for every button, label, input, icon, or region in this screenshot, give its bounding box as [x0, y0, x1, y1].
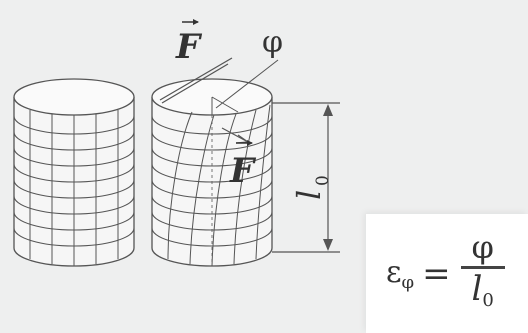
cylinder-top — [13, 78, 135, 116]
force-top-arrow — [159, 57, 233, 104]
length-subscript: 0 — [313, 175, 333, 186]
angle-radius-b — [211, 96, 239, 113]
shear-strain-formula: εφ = φ l0 — [386, 222, 526, 326]
denominator-symbol: l — [471, 268, 483, 309]
force-top-vector-head — [193, 19, 199, 25]
denominator-subscript: 0 — [482, 289, 494, 311]
epsilon-symbol: ε — [386, 255, 402, 290]
angle-label: φ — [262, 25, 283, 60]
angle-pointer — [215, 59, 279, 109]
formula-panel — [366, 214, 528, 333]
length-symbol: l — [290, 190, 328, 200]
force-side-vector-head — [247, 140, 253, 146]
dimension-arrow-down — [323, 239, 333, 251]
fraction: φ l0 — [460, 227, 505, 321]
undeformed-cylinder — [13, 78, 135, 267]
formula-lhs: εφ — [386, 255, 414, 293]
fraction-denominator: l0 — [471, 269, 493, 321]
longitudinal-lines — [29, 110, 119, 266]
length-dimension — [272, 102, 340, 253]
equals-sign: = — [422, 254, 451, 294]
force-side-label: F — [229, 151, 257, 191]
twisted-longitudinal-lines — [167, 104, 271, 267]
length-label: l 0 — [290, 175, 333, 200]
fraction-numerator: φ — [471, 227, 494, 266]
fraction-bar — [460, 265, 505, 269]
force-top-label: F — [175, 27, 203, 67]
epsilon-subscript: φ — [401, 272, 415, 293]
dimension-arrow-up — [323, 104, 333, 116]
